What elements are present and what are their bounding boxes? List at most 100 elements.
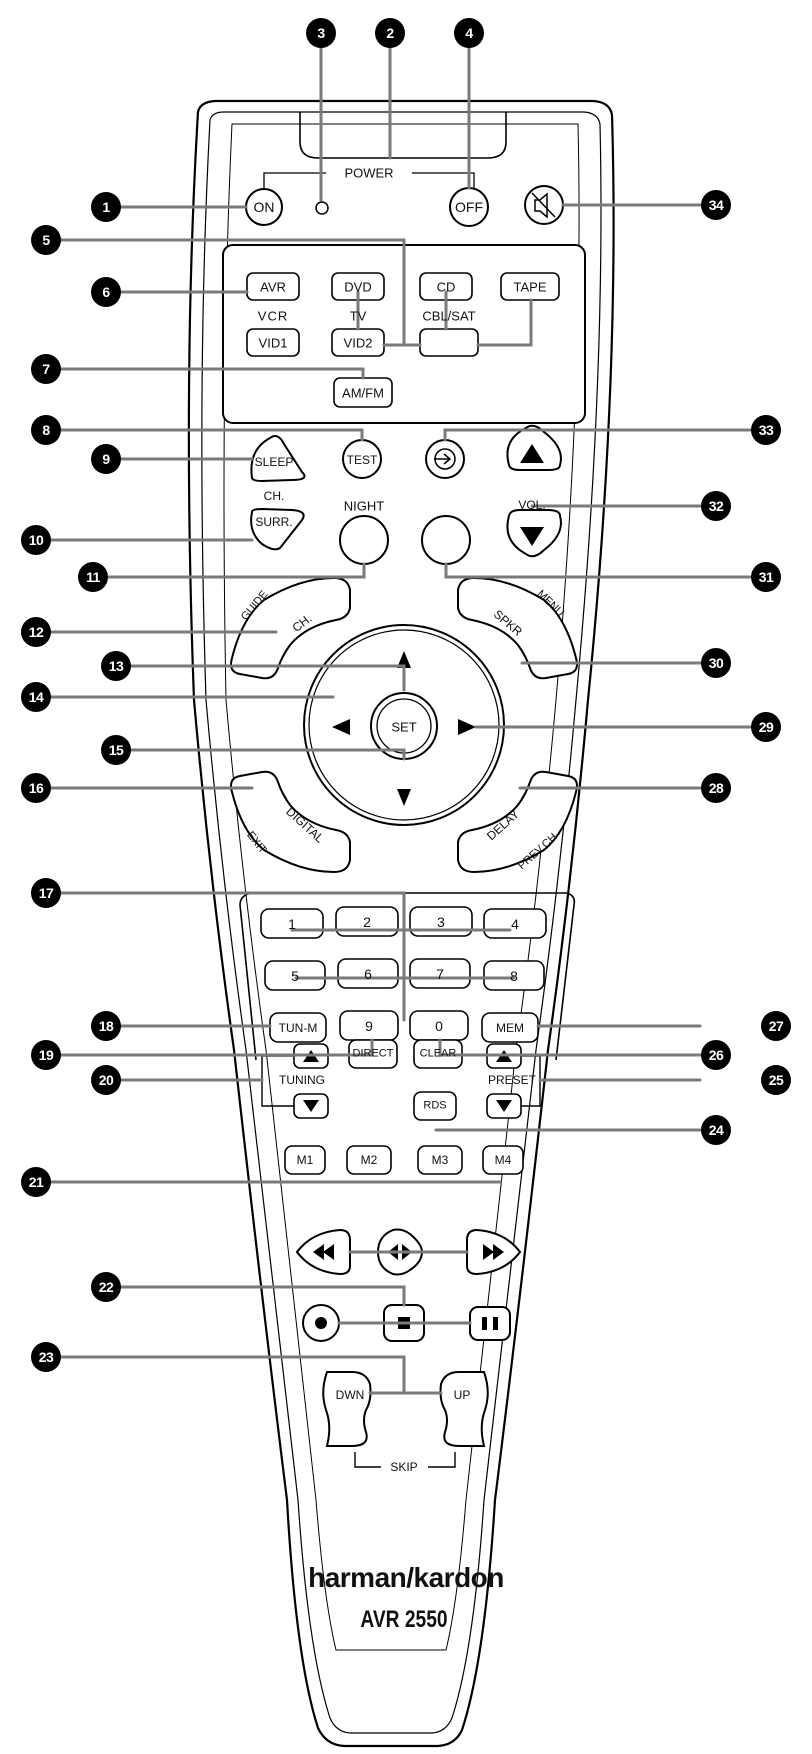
brand-logo: harman/kardon bbox=[308, 1562, 504, 1593]
m3-label[interactable]: M3 bbox=[431, 1153, 449, 1167]
skip-bracket bbox=[354, 1452, 456, 1468]
callout-2: 2 bbox=[375, 18, 405, 48]
ir-window bbox=[299, 112, 507, 159]
mute-icon bbox=[531, 192, 556, 219]
vol-label: VOL. bbox=[518, 498, 546, 512]
power-bracket bbox=[263, 172, 475, 190]
skip-down-button bbox=[322, 1371, 372, 1447]
tun-m-label[interactable]: TUN-M bbox=[278, 1021, 318, 1035]
preset-down-arrow bbox=[496, 1100, 512, 1112]
key-5-button bbox=[264, 960, 326, 991]
m3-button bbox=[417, 1145, 463, 1175]
key-5-label[interactable]: 5 bbox=[291, 968, 299, 984]
callout-32: 32 bbox=[701, 491, 731, 521]
on-button-label[interactable]: ON bbox=[253, 199, 275, 215]
callout-31: 31 bbox=[751, 562, 781, 592]
clear-label[interactable]: CLEAR bbox=[419, 1047, 457, 1060]
callout-11: 11 bbox=[78, 562, 108, 592]
callout-22: 22 bbox=[91, 1272, 121, 1302]
callout-5: 5 bbox=[31, 225, 61, 255]
tape-label[interactable]: TAPE bbox=[513, 279, 547, 295]
callout-13: 13 bbox=[101, 651, 131, 681]
input-icon bbox=[434, 448, 456, 470]
vol-up-arrow bbox=[520, 444, 544, 463]
callout-21: 21 bbox=[21, 1167, 51, 1197]
key-6-button bbox=[337, 958, 399, 989]
cbl-sat-button bbox=[419, 328, 479, 357]
callout-14: 14 bbox=[21, 682, 51, 712]
ch-small-label: CH. bbox=[263, 489, 285, 503]
callout-18: 18 bbox=[91, 1011, 121, 1041]
callout-6: 6 bbox=[91, 277, 121, 307]
key-7-button bbox=[409, 958, 471, 989]
vid2-label[interactable]: VID2 bbox=[343, 335, 373, 351]
direct-label[interactable]: DIRECT bbox=[352, 1047, 394, 1060]
blank-button bbox=[421, 515, 471, 565]
vol-down-arrow bbox=[520, 527, 544, 546]
callout-16: 16 bbox=[21, 773, 51, 803]
surr-label[interactable]: SURR. bbox=[255, 515, 293, 529]
callout-3: 3 bbox=[306, 18, 336, 48]
key-3-label[interactable]: 3 bbox=[437, 914, 445, 930]
callout-33: 33 bbox=[751, 415, 781, 445]
remote-body-inner bbox=[201, 111, 602, 1734]
nav-right-arrow bbox=[458, 719, 476, 735]
nav-down-arrow bbox=[397, 789, 411, 806]
skip-label: SKIP bbox=[390, 1460, 418, 1474]
rds-label[interactable]: RDS bbox=[423, 1099, 447, 1112]
delay-prevch-arc-button bbox=[457, 770, 578, 874]
callout-19: 19 bbox=[31, 1040, 61, 1070]
test-label[interactable]: TEST bbox=[346, 453, 378, 467]
callout-23: 23 bbox=[31, 1342, 61, 1372]
leader-lines bbox=[48, 46, 752, 1395]
pause-icon bbox=[482, 1317, 498, 1330]
callout-12: 12 bbox=[21, 617, 51, 647]
callout-10: 10 bbox=[21, 525, 51, 555]
key-4-label[interactable]: 4 bbox=[511, 916, 519, 932]
set-label[interactable]: SET bbox=[391, 719, 417, 735]
night-button bbox=[339, 515, 389, 565]
mem-label[interactable]: MEM bbox=[496, 1021, 524, 1035]
key-2-label[interactable]: 2 bbox=[363, 914, 371, 930]
callout-7: 7 bbox=[31, 354, 61, 384]
sleep-button bbox=[250, 435, 306, 483]
tv-label: TV bbox=[349, 308, 367, 324]
sleep-label[interactable]: SLEEP bbox=[254, 455, 294, 469]
avr-button bbox=[246, 272, 300, 301]
am-fm-label[interactable]: AM/FM bbox=[342, 385, 384, 401]
avr-label[interactable]: AVR bbox=[260, 279, 286, 295]
skip-up-label[interactable]: UP bbox=[453, 1388, 471, 1402]
key-7-label[interactable]: 7 bbox=[436, 966, 444, 982]
tuning-down-arrow bbox=[303, 1100, 319, 1112]
key-8-label[interactable]: 8 bbox=[510, 968, 518, 984]
m2-label[interactable]: M2 bbox=[360, 1153, 378, 1167]
cd-label[interactable]: CD bbox=[436, 279, 456, 295]
callout-25: 25 bbox=[761, 1065, 791, 1095]
pause-button bbox=[469, 1306, 511, 1341]
vid1-label[interactable]: VID1 bbox=[258, 335, 288, 351]
off-button-label[interactable]: OFF bbox=[455, 199, 483, 215]
m4-label[interactable]: M4 bbox=[494, 1153, 512, 1167]
vid1-button bbox=[246, 328, 300, 357]
rds-button bbox=[413, 1091, 457, 1121]
keypad-panel-left bbox=[239, 904, 257, 1061]
callout-17: 17 bbox=[31, 878, 61, 908]
key-1-label[interactable]: 1 bbox=[288, 916, 296, 932]
tuning-label: TUNING bbox=[279, 1073, 325, 1087]
m1-label[interactable]: M1 bbox=[296, 1153, 314, 1167]
night-label: NIGHT bbox=[343, 498, 385, 514]
key-8-button bbox=[483, 960, 545, 991]
power-label: POWER bbox=[344, 165, 394, 181]
vcr-label: VCR bbox=[257, 308, 289, 324]
callout-34: 34 bbox=[701, 190, 731, 220]
callout-28: 28 bbox=[701, 773, 731, 803]
keypad-panel bbox=[239, 892, 576, 1061]
key-9-label[interactable]: 9 bbox=[365, 1018, 373, 1034]
key-0-label[interactable]: 0 bbox=[435, 1018, 443, 1034]
key-6-label[interactable]: 6 bbox=[364, 966, 372, 982]
nav-left-arrow bbox=[332, 719, 350, 735]
dvd-label[interactable]: DVD bbox=[344, 279, 372, 295]
digital-exit-arc-button bbox=[230, 770, 351, 874]
skip-down-label[interactable]: DWN bbox=[335, 1388, 365, 1402]
